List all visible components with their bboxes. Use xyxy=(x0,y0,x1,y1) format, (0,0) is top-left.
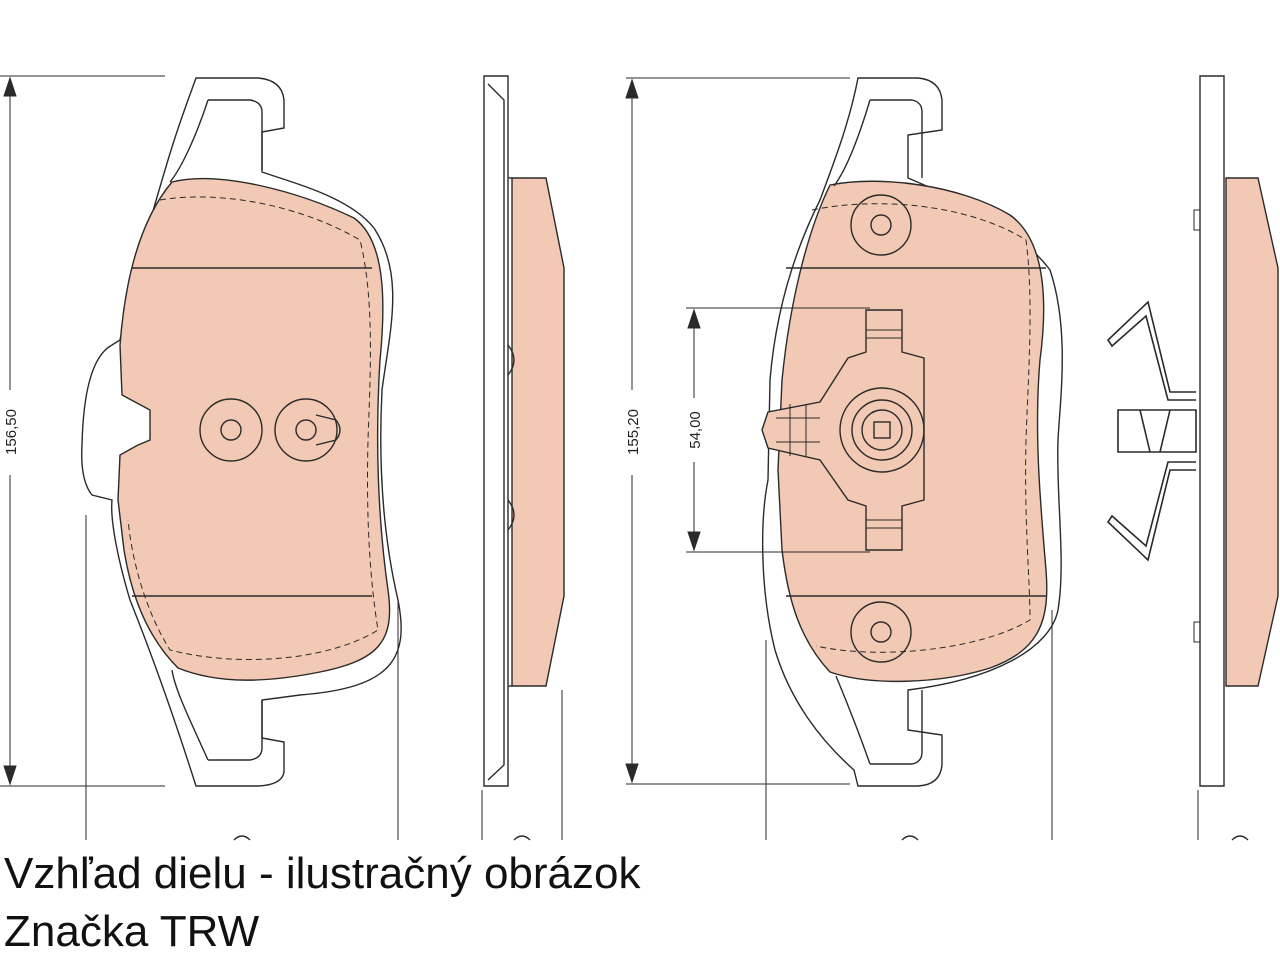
left-inner-line xyxy=(169,99,263,761)
left-backing-plate xyxy=(81,77,402,787)
right-sensor-core xyxy=(873,421,891,439)
dimension-text-sensor: 54,00 xyxy=(687,411,704,449)
caption-brand: Značka TRW xyxy=(4,907,260,956)
right-pad-side-view xyxy=(1106,75,1279,841)
left-pin-tab xyxy=(315,414,341,446)
left-pin-outer-2 xyxy=(274,398,338,462)
right-sensor-ring-2 xyxy=(851,399,913,461)
dimension-right-height xyxy=(625,77,850,785)
right-wear-outline xyxy=(811,203,1031,653)
right-sensor-ring-3 xyxy=(861,409,903,451)
right-pad-front-view xyxy=(761,77,1063,841)
right-sensor-housing xyxy=(761,309,925,551)
left-pad-front-view xyxy=(81,77,402,841)
left-wear-outline xyxy=(127,196,379,660)
left-pin-inner-1 xyxy=(220,419,242,441)
left-lining xyxy=(117,177,391,681)
right-hole-top-inner xyxy=(870,214,892,236)
right-inner-line xyxy=(833,99,923,765)
dimension-sensor-span xyxy=(686,307,870,553)
dimension-text-right: 155,20 xyxy=(625,409,642,455)
spring-clip xyxy=(1106,300,1197,562)
dimension-text-left: 156,50 xyxy=(3,409,20,455)
left-side-lining xyxy=(511,177,565,687)
caption-illustration: Vzhľad dielu - ilustračný obrázok xyxy=(4,849,641,898)
left-pin-inner-2 xyxy=(295,419,317,441)
right-side-lining xyxy=(1225,177,1279,687)
left-pad-side-view xyxy=(481,75,565,841)
right-hole-top-outer xyxy=(850,194,912,256)
right-hole-bottom-outer xyxy=(850,601,912,663)
right-sensor-ring-1 xyxy=(839,387,925,473)
left-pin-outer-1 xyxy=(199,398,263,462)
left-bottom-mark xyxy=(233,835,251,841)
right-hole-bottom-inner xyxy=(870,621,892,643)
dimension-left-height xyxy=(0,75,165,787)
